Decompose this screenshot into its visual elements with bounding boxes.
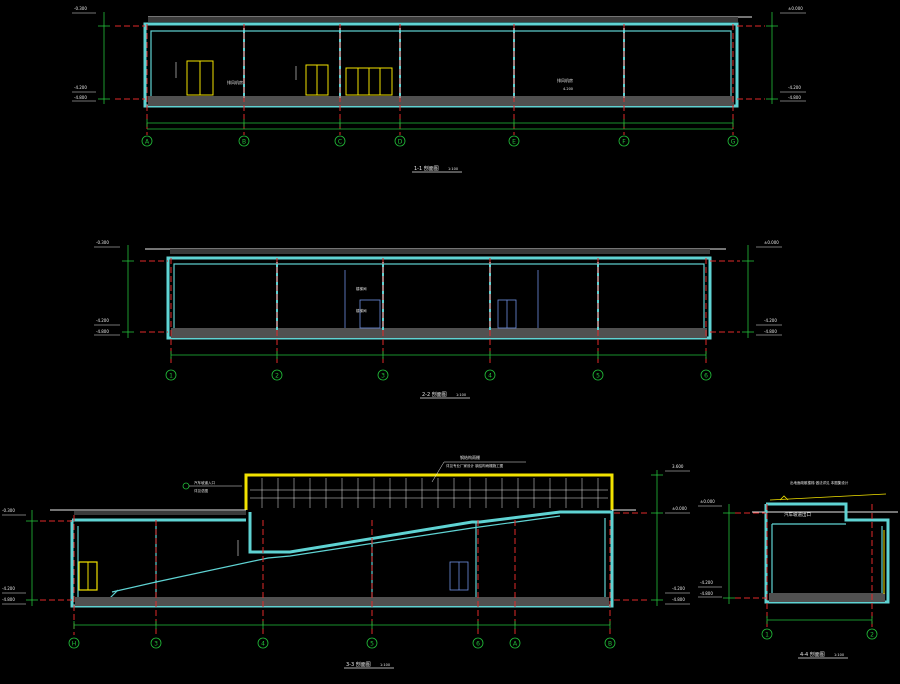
- axis-label: 4: [261, 641, 265, 648]
- svg-text:-4.200: -4.200: [2, 586, 15, 591]
- axis-label: 4: [488, 373, 492, 380]
- svg-text:±0.000: ±0.000: [672, 506, 687, 511]
- svg-text:-4.800: -4.800: [96, 329, 109, 334]
- section-1-1: 排风机房 排风机房 4.200 -0.300 -4.200 -4.800 ±0.…: [72, 6, 806, 173]
- note-label: 排风机房: [557, 77, 573, 83]
- axis-label: 1: [169, 373, 173, 380]
- svg-text:-4.200: -4.200: [74, 85, 87, 90]
- axis-bubbles-2-2: 1 2 3 4 5 6: [165, 369, 712, 381]
- axis-label: 2: [870, 632, 874, 639]
- svg-text:±0.000: ±0.000: [788, 6, 803, 11]
- svg-text:-4.200: -4.200: [672, 586, 685, 591]
- axis-label: 2: [275, 373, 279, 380]
- axis-label: 3: [381, 373, 385, 380]
- svg-text:-4.200: -4.200: [764, 318, 777, 323]
- section-scale: 1:100: [380, 663, 390, 667]
- section-scale: 1:100: [834, 653, 844, 657]
- svg-text:-4.200: -4.200: [96, 318, 109, 323]
- room-label: 汽车坡道出口: [784, 511, 811, 518]
- axis-label: D: [398, 139, 403, 146]
- axis-label: B: [242, 139, 246, 146]
- section-3-3: 钢结构雨棚 详见专业厂家设计 钢结构雨棚施工图 汽车坡道入口 详见总图 -0.3…: [2, 454, 690, 669]
- axis-label: 5: [370, 641, 374, 648]
- section-scale: 1:100: [456, 393, 466, 397]
- axis-bubbles-1-1: A B C D E F G: [141, 135, 739, 147]
- levels-right-2: ±0.000 -4.200 -4.800: [756, 240, 782, 336]
- svg-text:-4.800: -4.800: [74, 95, 87, 100]
- axis-label: B: [608, 641, 612, 648]
- axis-label: C: [338, 139, 342, 146]
- section-title: 1-1 剖面图: [414, 165, 439, 172]
- levels-left-3: -0.300 -4.200 -4.800: [2, 508, 26, 605]
- levels-left-2: -0.300 -4.200 -4.800: [94, 240, 120, 336]
- section-title: 4-4 剖面图: [800, 651, 825, 658]
- axis-label: 3: [154, 641, 158, 648]
- level-note: 4.200: [563, 87, 573, 91]
- svg-text:-0.300: -0.300: [74, 6, 87, 11]
- levels-left: -0.300 -4.200 -4.800: [72, 6, 96, 102]
- stair-note-2: 楼梯间: [356, 308, 367, 313]
- svg-text:-4.800: -4.800: [672, 597, 685, 602]
- axis-label: 1: [765, 632, 769, 639]
- axis-label: 5: [596, 373, 600, 380]
- floor-slab: [148, 96, 734, 106]
- section-title: 3-3 剖面图: [346, 661, 371, 668]
- levels-right: ±0.000 -4.200 -4.800: [780, 6, 806, 102]
- axis-bubbles-4-4: 1 2: [761, 628, 878, 640]
- svg-text:-4.200: -4.200: [700, 580, 713, 585]
- svg-text:±0.000: ±0.000: [764, 240, 779, 245]
- svg-text:-0.300: -0.300: [2, 508, 15, 513]
- room-label: 排风机房: [227, 79, 243, 85]
- section-scale: 1:100: [448, 167, 458, 171]
- section-2-2: 楼梯间 楼梯间 -0.300 -4.200 -4.800 ±0.000 -4.2…: [94, 240, 782, 399]
- section-4-4: 出地面疏散楼梯 做法详见 本图集设计 汽车坡道出口 ±0.000 -4.200 …: [698, 480, 898, 659]
- levels-right-3: 3.600 ±0.000 -4.200 -4.800: [665, 464, 690, 605]
- svg-text:-4.800: -4.800: [2, 597, 15, 602]
- svg-text:-4.800: -4.800: [764, 329, 777, 334]
- svg-text:-0.300: -0.300: [96, 240, 109, 245]
- svg-text:3.600: 3.600: [672, 464, 684, 469]
- svg-text:±0.000: ±0.000: [700, 499, 715, 504]
- axis-label: H: [72, 641, 77, 648]
- axis-label: 6: [476, 641, 480, 648]
- levels-4: ±0.000 -4.200 -4.800: [698, 499, 722, 598]
- axis-label: A: [145, 139, 150, 146]
- roof-soil-hatch: [148, 17, 738, 22]
- axis-label: A: [513, 641, 518, 648]
- axis-bubbles-3-3: H 3 4 5 6 A B: [68, 637, 616, 649]
- stair-note: 楼梯间: [356, 286, 367, 291]
- axis-label: F: [622, 139, 626, 146]
- axis-label: E: [512, 139, 516, 146]
- canopy-callout-sub: 详见专业厂家设计 钢结构雨棚施工图: [446, 463, 504, 468]
- entry-callout: 汽车坡道入口: [194, 480, 215, 485]
- axis-label: G: [731, 139, 736, 146]
- canopy-callout: 钢结构雨棚: [460, 454, 480, 460]
- stair-note: 出地面疏散楼梯 做法详见 本图集设计: [790, 480, 849, 485]
- svg-text:-4.200: -4.200: [788, 85, 801, 90]
- svg-text:-4.800: -4.800: [700, 591, 713, 596]
- section-title: 2-2 剖面图: [422, 391, 447, 398]
- entry-callout-sub: 详见总图: [194, 488, 208, 493]
- svg-text:-4.800: -4.800: [788, 95, 801, 100]
- axis-label: 6: [704, 373, 708, 380]
